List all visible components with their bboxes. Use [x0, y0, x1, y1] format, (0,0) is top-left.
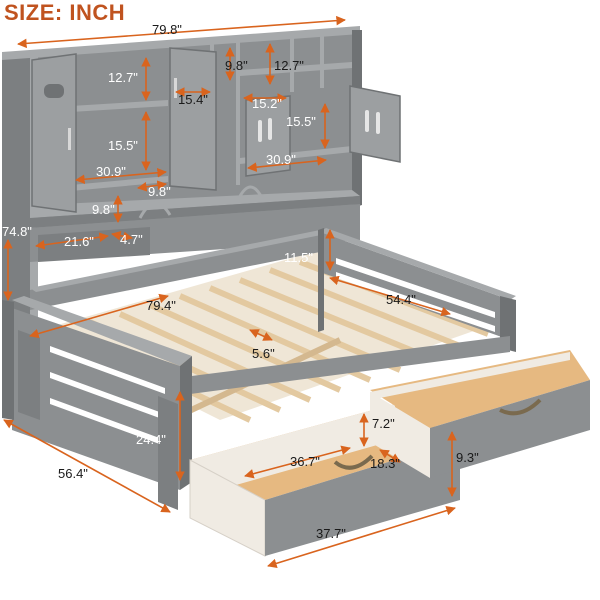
shelf-height-mid-label: 9.8": [225, 58, 248, 73]
back-drawer: [370, 350, 590, 478]
bottom-shelf-width-label: 21.6": [64, 234, 94, 249]
footboard-height-label: 24.4": [136, 432, 166, 447]
front-rail: [160, 336, 510, 398]
siderail-height-label: 11.5": [284, 250, 313, 265]
shelf-height-right-label: 12.7": [274, 58, 304, 73]
overall-width-label: 79.8": [152, 22, 182, 37]
middle-cabinet-door: [169, 47, 217, 191]
compartment-width-label: 9.8": [148, 184, 171, 199]
mattress-width-label: 54.4": [386, 292, 416, 307]
cabinet-height-right-label: 15.5": [286, 114, 316, 129]
drawer-depth-label: 7.2": [372, 416, 395, 431]
left-cabinet-door: [31, 53, 77, 213]
right-cabinet-doors: [245, 85, 401, 177]
dimension-lines: [3, 15, 457, 569]
drawer-height-label: 9.3": [456, 450, 479, 465]
bed-depth-label: 56.4": [58, 466, 88, 481]
bottom-shelf-depth-label: 4.7": [120, 232, 143, 247]
drawer-inner-width-label: 18.3": [370, 456, 400, 471]
cabinet-width-right-label: 30.9": [266, 152, 296, 167]
slat-gap-label: 5.6": [252, 346, 275, 361]
cabinet-width-left-label: 30.9": [96, 164, 126, 179]
shelf-width-upper-label: 15.4": [178, 92, 208, 107]
bottom-shelf-height-label: 9.8": [92, 202, 115, 217]
mattress-length-label: 79.4": [146, 298, 176, 313]
drawer-inner-length-label: 36.7": [290, 454, 320, 469]
drawer-length-label: 37.7": [316, 526, 346, 541]
headboard-rail: [30, 232, 320, 310]
shelf-height-left-label: 12.7": [108, 70, 138, 85]
cabinet-height-left-label: 15.5": [108, 138, 138, 153]
shelf-width-right-label: 15.2": [252, 96, 282, 111]
headboard-height-label: 74.8": [2, 224, 32, 239]
